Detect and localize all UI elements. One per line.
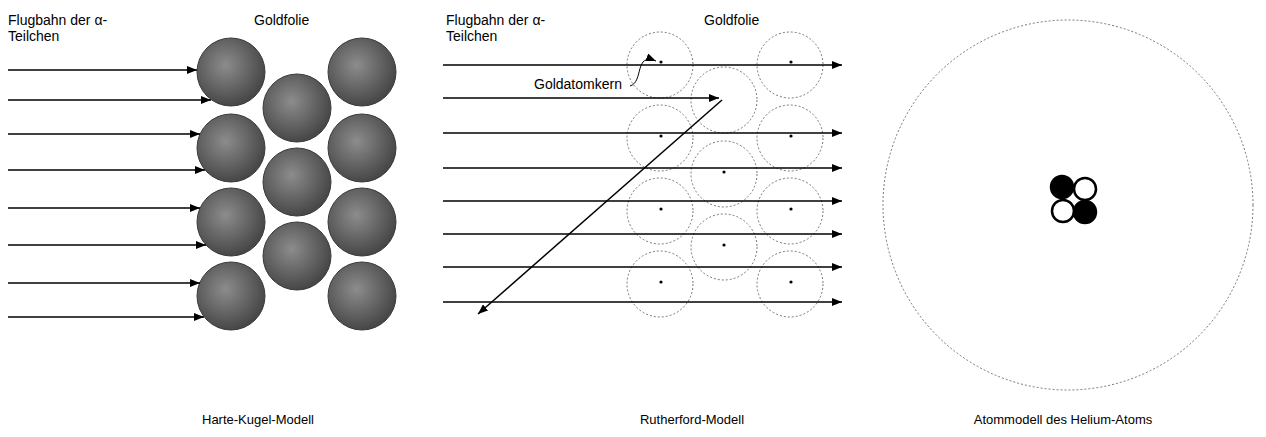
atom-outline (691, 214, 757, 280)
nucleus-dot (722, 243, 725, 246)
alpha-path (443, 233, 842, 235)
atom-outline (757, 105, 823, 171)
alpha-path (8, 69, 197, 71)
trajectory-label: Flugbahn der α-Teilchen (8, 12, 138, 44)
gold-sphere (328, 114, 396, 182)
gold-sphere (263, 222, 331, 290)
gold-sphere (328, 188, 396, 256)
alpha-paths-middle (443, 65, 842, 314)
alpha-path (8, 282, 200, 284)
helium-atom-outline (883, 20, 1253, 390)
atom-outline (691, 67, 757, 133)
alpha-path (443, 167, 842, 169)
gold-sphere (197, 262, 265, 330)
nuclei (659, 60, 792, 283)
alpha-path (8, 99, 211, 101)
nucleus-dot (789, 280, 792, 283)
foil-label: Goldfolie (704, 12, 794, 28)
alpha-path (443, 266, 842, 268)
gold-sphere (263, 74, 331, 142)
caption: Atommodell des Helium-Atoms (943, 412, 1183, 428)
proton (1074, 201, 1096, 223)
alpha-path (443, 200, 842, 202)
caption: Harte-Kugel-Modell (158, 412, 358, 428)
gold-sphere (263, 148, 331, 216)
alpha-path (443, 97, 719, 99)
gold-sphere (197, 188, 265, 256)
atom-outline (627, 251, 693, 317)
alpha-path (443, 64, 842, 66)
proton (1051, 176, 1073, 198)
atom-outline (757, 251, 823, 317)
nucleus-dot (659, 280, 662, 283)
alpha-path (8, 244, 206, 246)
alpha-path (8, 133, 200, 135)
nucleus-label: Goldatomkern (532, 76, 624, 92)
caption: Rutherford-Modell (592, 412, 792, 428)
gold-sphere (328, 262, 396, 330)
nucleus-dot (789, 60, 792, 63)
leader-line (630, 59, 656, 86)
trajectory-label: Flugbahn der α-Teilchen (446, 12, 576, 44)
nucleus-dot (789, 207, 792, 210)
nucleus-dot (722, 170, 725, 173)
helium-nucleus (1051, 176, 1096, 223)
alpha-path (443, 132, 842, 134)
alpha-path (443, 301, 842, 303)
nucleus-dot (659, 207, 662, 210)
neutron (1052, 200, 1074, 222)
atom-outline (691, 141, 757, 207)
nucleus-dot (659, 134, 662, 137)
alpha-path (8, 316, 204, 318)
alpha-path (8, 207, 200, 209)
atom-outline (627, 105, 693, 171)
gold-sphere (197, 114, 265, 182)
gold-spheres (197, 38, 396, 330)
nucleus-dot (789, 134, 792, 137)
gold-sphere (197, 38, 265, 106)
foil-label: Goldfolie (254, 12, 344, 28)
alpha-path (8, 169, 205, 171)
atom-outlines (627, 32, 823, 317)
alpha-paths-left (8, 70, 211, 317)
nucleus-dot (659, 60, 662, 63)
alpha-path-reflected (478, 100, 722, 314)
neutron (1074, 178, 1096, 200)
gold-sphere (328, 38, 396, 106)
